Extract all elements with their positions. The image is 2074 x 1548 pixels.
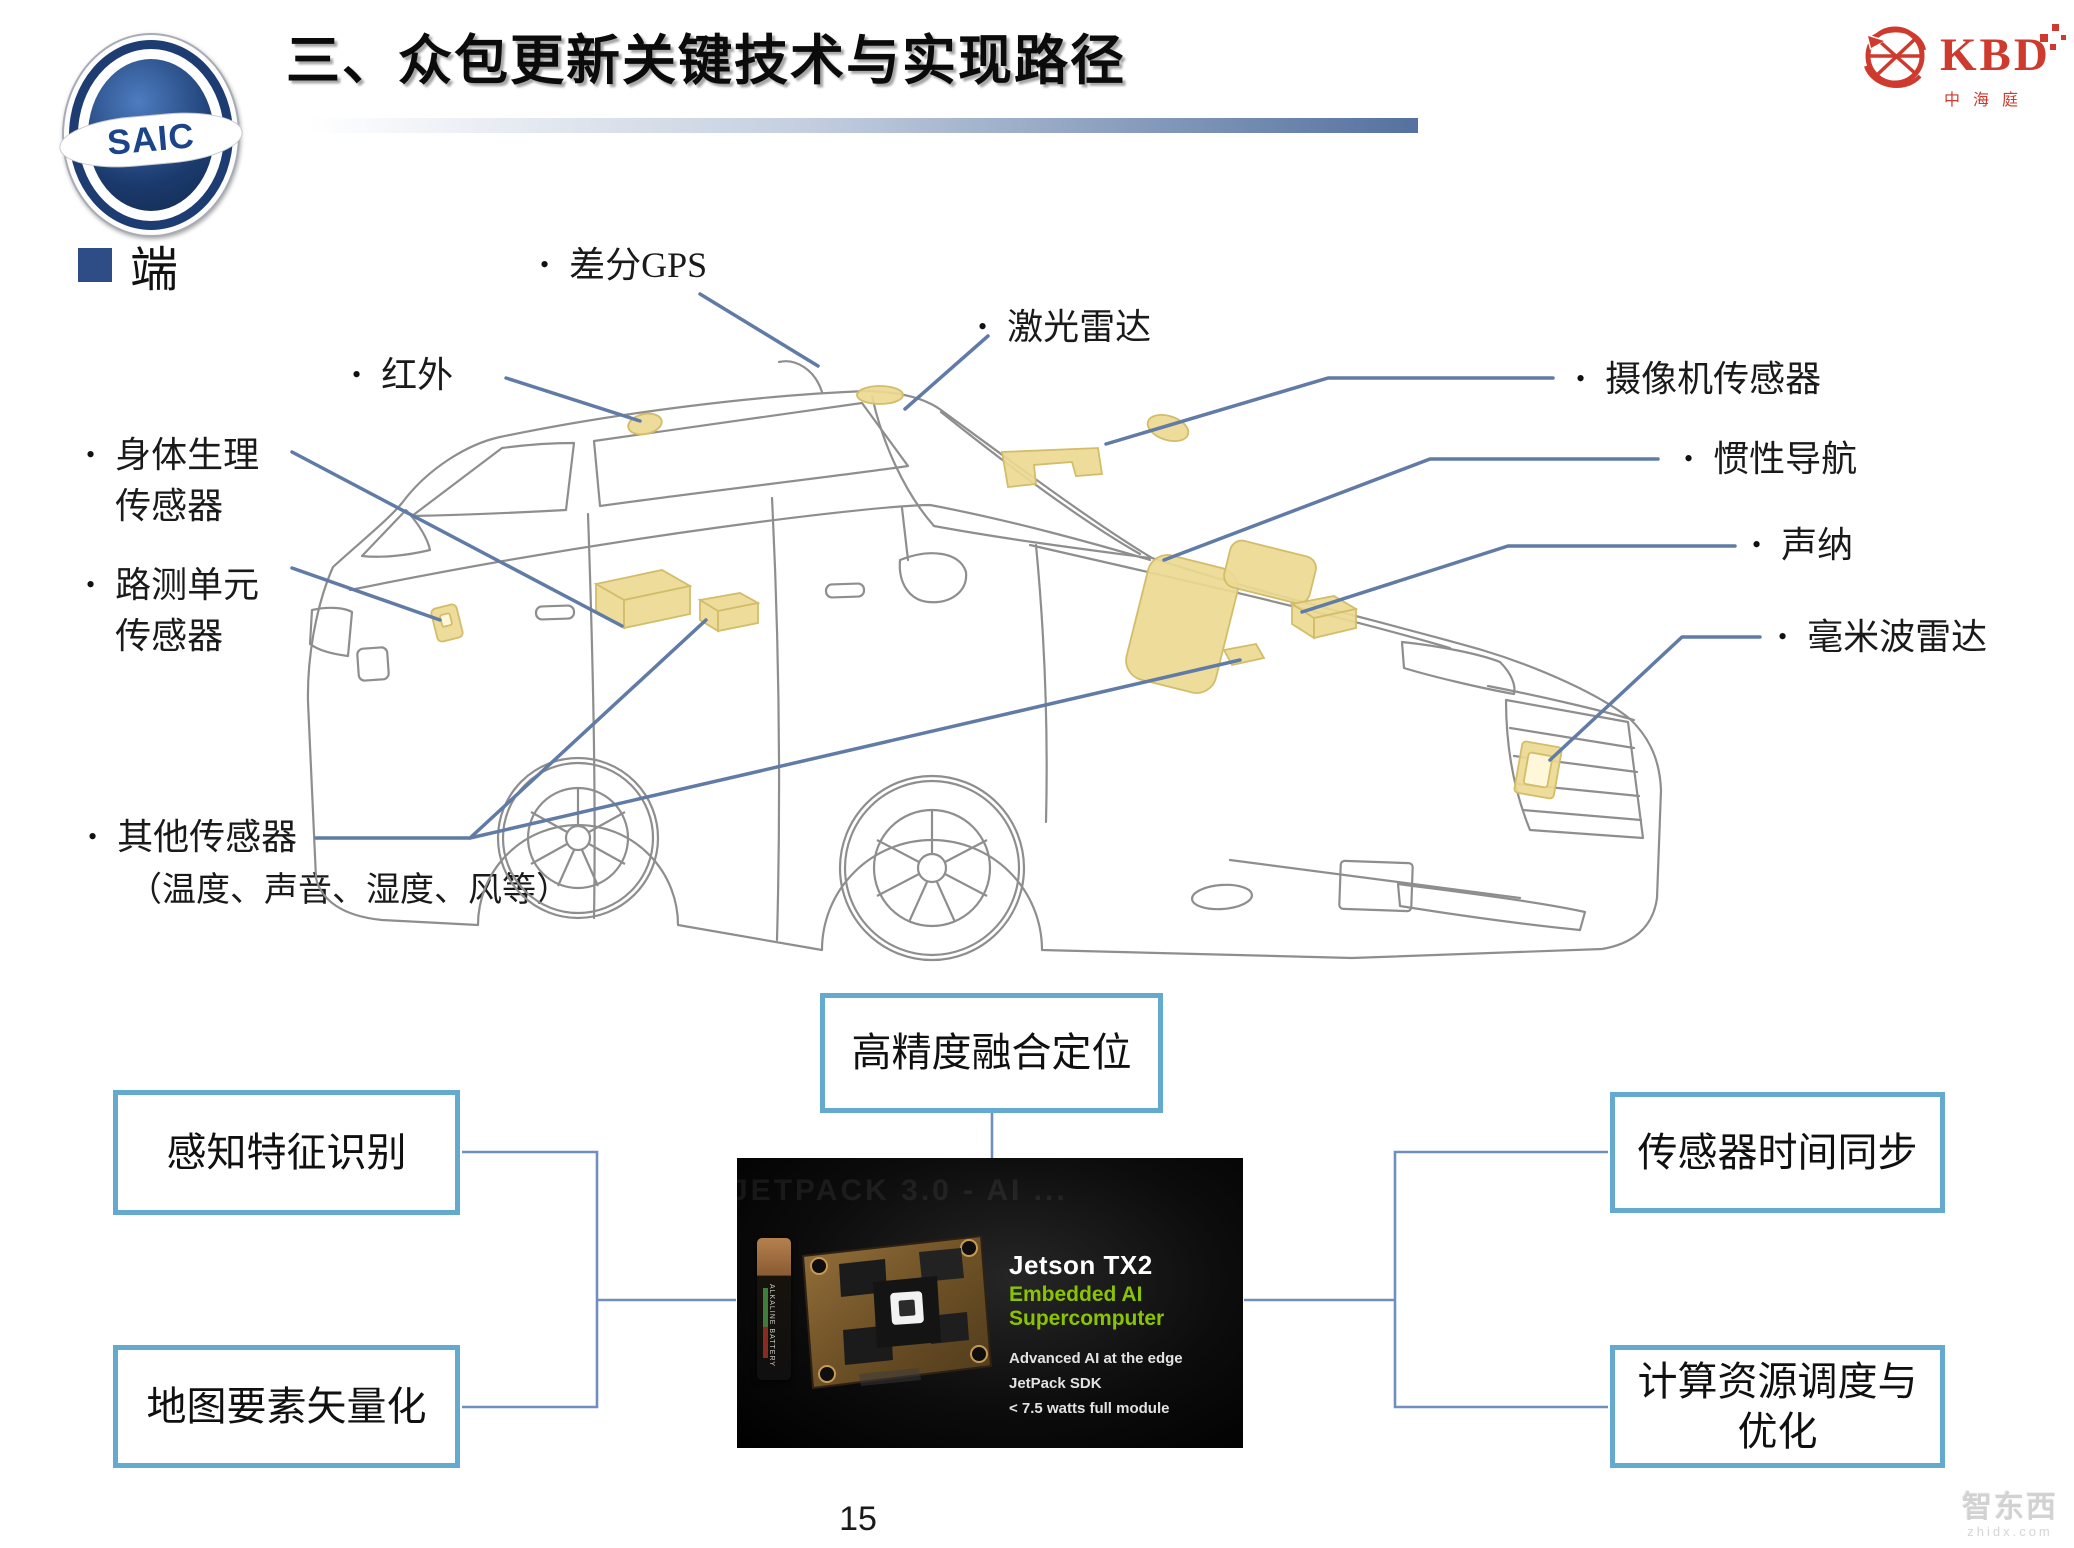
rear-wheel	[496, 756, 660, 920]
connector-sonar	[1300, 544, 1737, 614]
jetson-board-image	[801, 1234, 993, 1390]
bullet-dot: •	[1752, 530, 1762, 559]
sensor-spot-imu	[1125, 554, 1239, 694]
kbd-pixel-dot	[2040, 34, 2048, 42]
title-accent-bar	[308, 118, 1418, 133]
bullet-dot: •	[86, 570, 96, 599]
box-sensor-time-sync: 传感器时间同步	[1610, 1092, 1945, 1213]
jetson-text-block: Jetson TX2 Embedded AI Supercomputer Adv…	[1009, 1250, 1243, 1421]
label-mmwave-radar: • 毫米波雷达	[1778, 612, 1987, 663]
kbd-logo-subtext: 中海庭	[1944, 92, 2032, 109]
box-map-element-vectorization: 地图要素矢量化	[113, 1345, 460, 1468]
label-infrared: • 红外	[352, 350, 453, 401]
bullet-dot: •	[978, 312, 988, 341]
label-inertial-nav: • 惯性导航	[1684, 434, 1857, 485]
box-perception-feature-recognition: 感知特征识别	[113, 1090, 460, 1215]
jetson-faded-background-text: JETPACK 3.0 - AI ...	[737, 1174, 1068, 1207]
page-number: 15	[839, 1500, 877, 1538]
jetson-tagline: Embedded AI Supercomputer	[1009, 1283, 1165, 1330]
watermark-logo-text: 智东西	[1962, 1491, 2058, 1524]
jetson-tx2-image: JETPACK 3.0 - AI ... ALKALINE BATTERY Je…	[737, 1158, 1243, 1448]
bullet-dot: •	[88, 822, 98, 851]
sensor-spot-roof-right	[1146, 413, 1190, 443]
section-label: 端	[130, 244, 179, 297]
kbd-pixel-dot	[2052, 24, 2059, 31]
label-lidar: • 激光雷达	[978, 302, 1151, 353]
connector-body	[290, 450, 624, 628]
box-connectors	[462, 1113, 1608, 1409]
globe-icon	[1864, 26, 1926, 88]
jetson-product-name: Jetson TX2	[1009, 1250, 1153, 1280]
kbd-pixel-dot	[2061, 35, 2066, 40]
kbd-logo: KBD 中海庭	[1858, 10, 2068, 110]
connector-left-bracket	[462, 1150, 736, 1409]
section-bullet-square	[78, 248, 112, 282]
box-compute-resource-scheduling: 计算资源调度与优化	[1610, 1345, 1945, 1468]
kbd-logo-text: KBD	[1940, 29, 2051, 81]
connector-dgps	[698, 292, 820, 368]
page-title: 三、众包更新关键技术与实现路径	[286, 31, 1126, 91]
label-connectors	[290, 292, 1762, 840]
connector-rsu	[290, 566, 442, 622]
bullet-dot: •	[352, 360, 362, 389]
connector-infrared	[504, 376, 642, 423]
kbd-pixel-dot	[2050, 44, 2056, 50]
label-sonar: • 声纳	[1752, 520, 1853, 571]
connector-lidar	[903, 334, 990, 411]
sensor-highlights	[430, 385, 1563, 800]
connector-mmwave	[1548, 635, 1762, 762]
sensor-spot-sonar	[1289, 595, 1359, 640]
car-outline	[306, 360, 1663, 960]
sensor-spot-gps-lidar	[856, 385, 904, 405]
front-wheel	[838, 774, 1026, 962]
label-other-sensors: • 其他传感器	[88, 812, 297, 863]
label-roadside-unit-sensor: • 路测单元传感器	[86, 560, 259, 662]
bullet-dot: •	[540, 250, 550, 279]
label-differential-gps: • 差分GPS	[540, 240, 707, 291]
sensor-spot-door-small	[697, 592, 761, 633]
jetson-features: Advanced AI at the edge JetPack SDK < 7.…	[1009, 1350, 1183, 1417]
saic-logo: SAIC	[57, 33, 245, 237]
box-high-precision-fusion-positioning: 高精度融合定位	[820, 993, 1163, 1113]
watermark-domain: zhidx.com	[1967, 1524, 2053, 1539]
bullet-dot: •	[1576, 364, 1586, 393]
label-camera-sensor: • 摄像机传感器	[1576, 354, 1821, 405]
bullet-dot: •	[86, 440, 96, 469]
connector-imu	[1162, 457, 1660, 562]
label-other-sensors-detail: （温度、声音、湿度、风等）	[128, 872, 570, 909]
sensor-spot-mmwave	[1513, 740, 1563, 800]
connector-right-bracket	[1244, 1150, 1608, 1409]
battery-label: ALKALINE BATTERY	[768, 1284, 775, 1368]
sensor-spot-rsu	[430, 603, 464, 643]
sensor-spot-imu2	[1223, 539, 1317, 605]
connector-camera	[1104, 376, 1555, 446]
label-body-physio-sensor: • 身体生理传感器	[86, 430, 259, 532]
bullet-dot: •	[1778, 622, 1788, 651]
battery-image: ALKALINE BATTERY	[757, 1238, 791, 1380]
bullet-dot: •	[1684, 444, 1694, 473]
sensor-spot-camera-bracket	[1000, 447, 1104, 488]
sensor-spot-body	[593, 569, 693, 630]
battery-stripe	[763, 1288, 768, 1358]
connector-other-b	[468, 658, 1242, 840]
watermark: 智东西 zhidx.com	[1952, 1482, 2068, 1539]
